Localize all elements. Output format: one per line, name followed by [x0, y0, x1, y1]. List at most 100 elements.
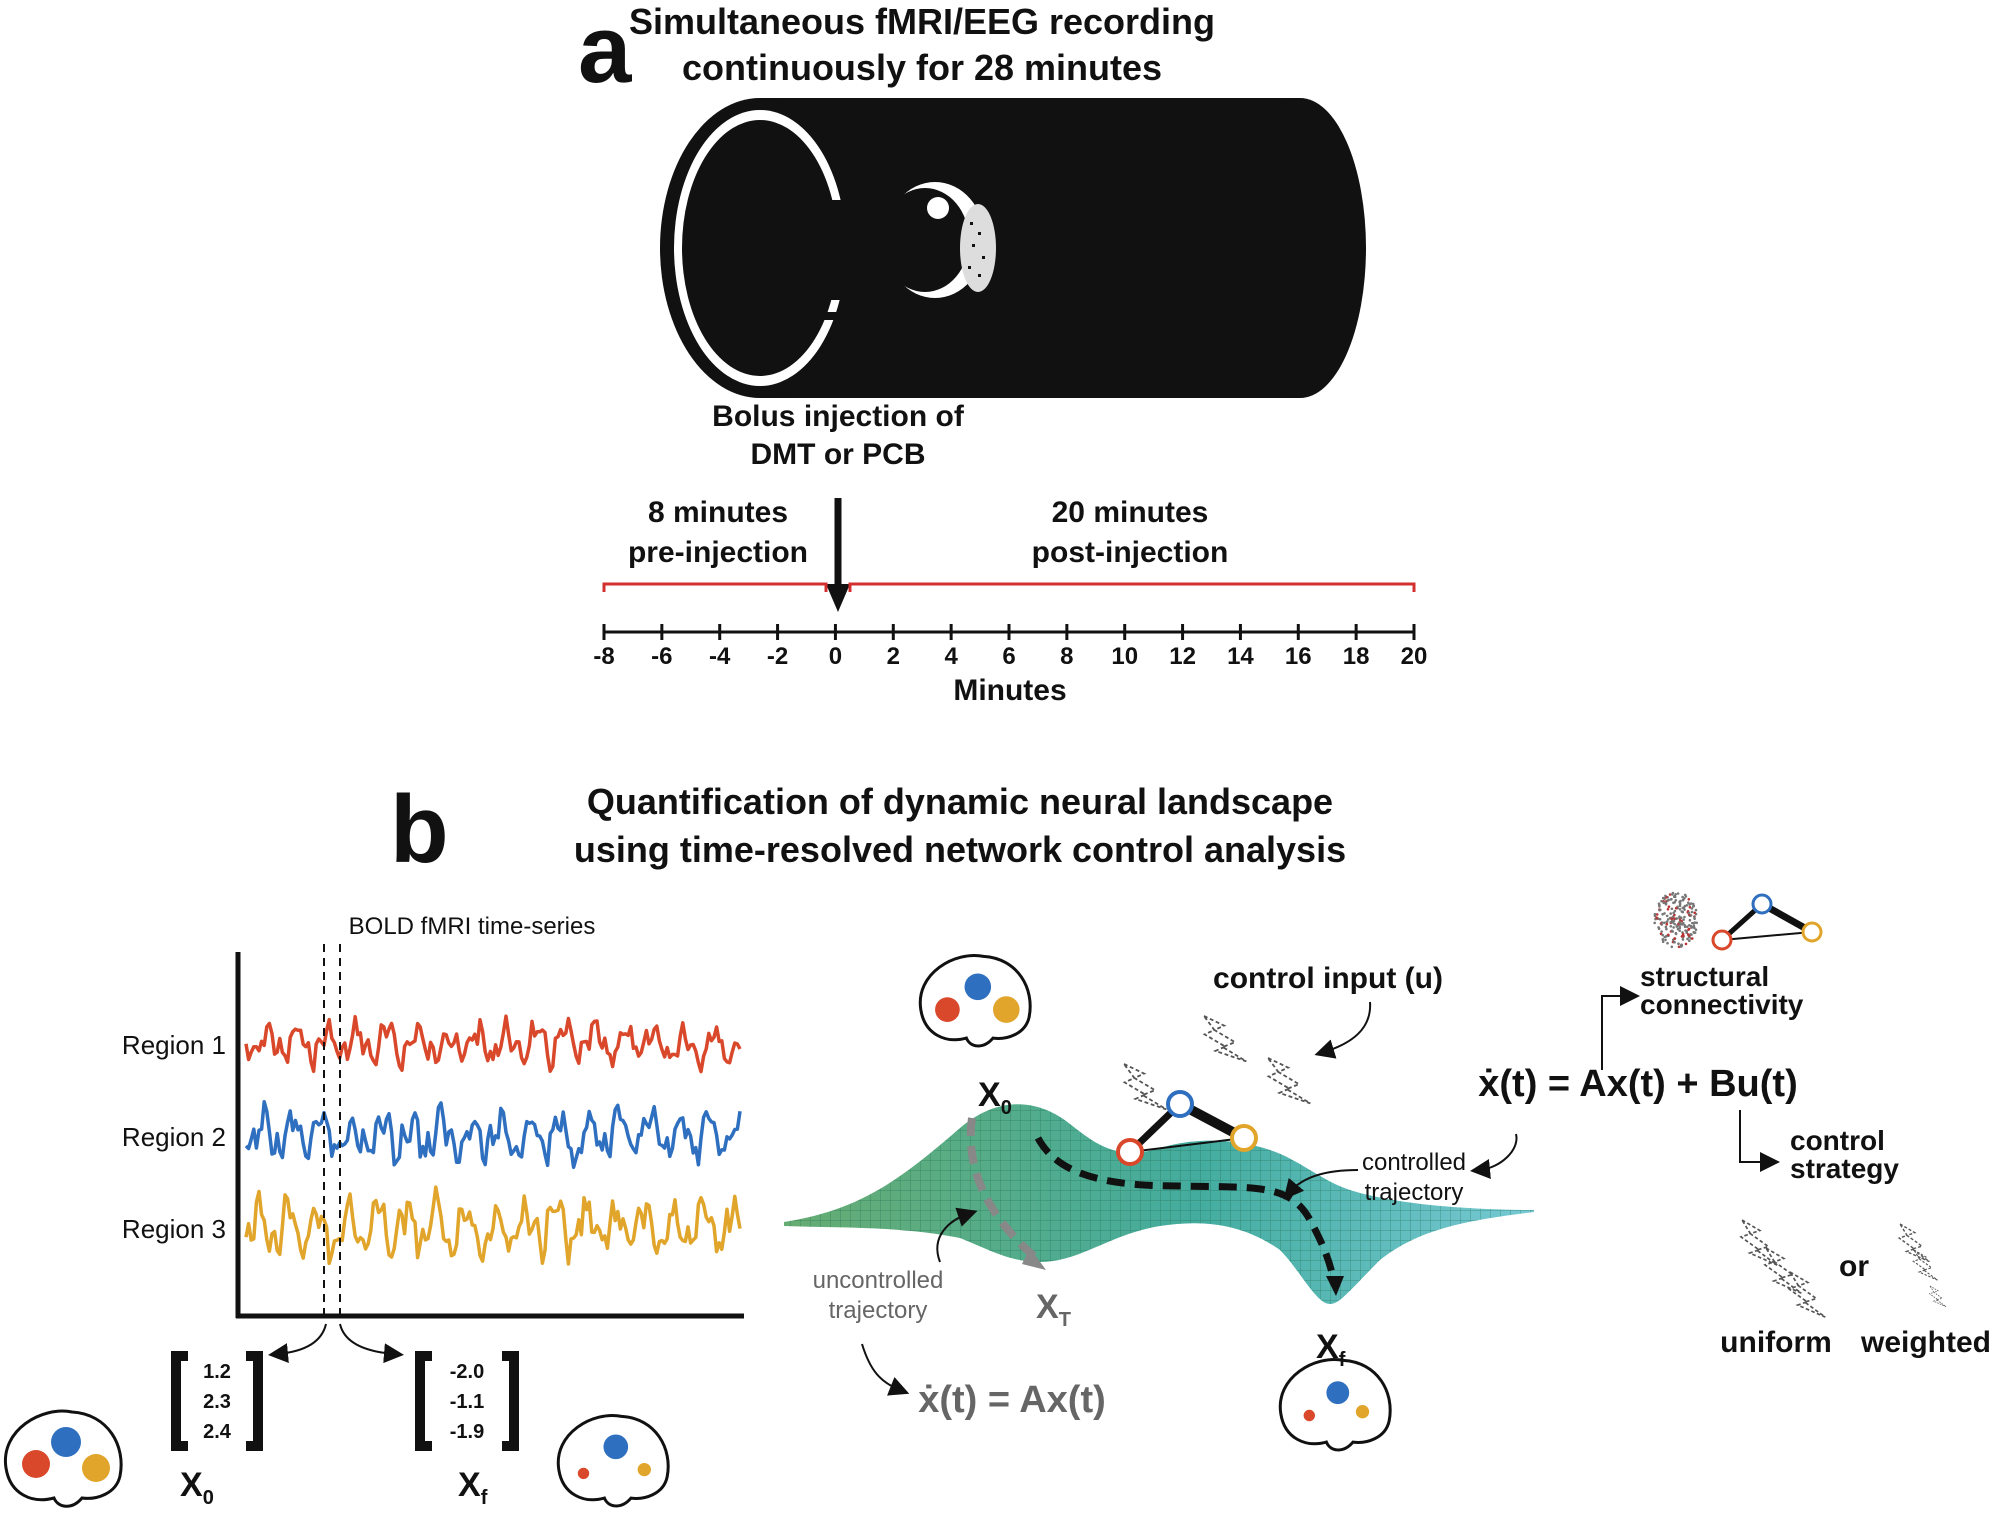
landscape-xf-label: Xf: [1316, 1328, 1346, 1371]
control-input-arrow: [1314, 1001, 1372, 1059]
control-signal-icon: [1739, 1219, 1778, 1266]
timeseries-title: BOLD fMRI time-series: [349, 913, 596, 940]
mri-scanner-illustration: [660, 98, 1366, 398]
uncontrolled-label-arrow: [936, 1207, 978, 1263]
xf-value-3: -1.9: [450, 1421, 484, 1443]
control-input-signals: [1122, 1015, 1311, 1111]
brain-x0-bottom: [4, 1409, 123, 1508]
structural-label-line1: structural: [1640, 961, 1769, 992]
axis-tick-label: 4: [944, 643, 958, 670]
xf-pointer-arrow: [339, 1323, 404, 1364]
axis-tick-label: 10: [1111, 643, 1138, 670]
uncontrolled-label-line1: uncontrolled: [813, 1267, 944, 1294]
post-label-line1: 20 minutes: [1052, 496, 1209, 529]
region-trace: [244, 1014, 742, 1074]
control-signal-icon: [1122, 1063, 1167, 1111]
or-label: or: [1839, 1250, 1869, 1283]
panel-a-letter: a: [578, 0, 632, 103]
panel-b-title-line2: using time-resolved network control anal…: [574, 829, 1346, 870]
landscape-x0-label: X0: [978, 1076, 1012, 1119]
panel-b-letter: b: [390, 776, 449, 883]
structural-network-icon: [1711, 893, 1823, 951]
axis-tick-label: 8: [1060, 643, 1073, 670]
axis-tick-label: -6: [651, 643, 672, 670]
pre-label-line1: 8 minutes: [648, 496, 788, 529]
panel-b-title-line1: Quantification of dynamic neural landsca…: [587, 781, 1333, 822]
region-2-label: Region 2: [122, 1122, 226, 1152]
region-trace: [244, 1100, 742, 1170]
strategy-branch-arrow: [1739, 1110, 1780, 1172]
xf-vector-label: Xf: [458, 1466, 488, 1509]
panel-a-title-line2: continuously for 28 minutes: [682, 47, 1162, 88]
controlled-label-line2: trajectory: [1365, 1179, 1464, 1206]
brain-xf-bottom: [556, 1414, 670, 1508]
uncontrolled-trajectory-arrowhead: [1022, 1248, 1046, 1270]
bold-traces: [244, 1014, 742, 1266]
x0-value-3: 2.4: [203, 1421, 232, 1443]
brain-x0-landscape: [918, 954, 1032, 1048]
controlled-label-line1: controlled: [1362, 1149, 1466, 1176]
post-injection-bracket: [848, 582, 1416, 592]
control-signal-icon: [1266, 1057, 1311, 1105]
controlled-trajectory-path: [1034, 1136, 1338, 1283]
region-trace: [244, 1185, 742, 1266]
strategy-label-line1: control: [1790, 1125, 1885, 1156]
panel-a-title-line1: Simultaneous fMRI/EEG recording: [629, 1, 1215, 42]
axis-tick-label: 20: [1401, 643, 1428, 670]
control-signal-icon: [1928, 1285, 1947, 1308]
axis-tick-label: 12: [1169, 643, 1196, 670]
control-signal-icon: [1763, 1247, 1802, 1294]
uncontrolled-equation: ẋ(t) = Ax(t): [918, 1379, 1106, 1421]
control-signal-icon: [1912, 1249, 1938, 1281]
control-equation: ẋ(t) = Ax(t) + Bu(t): [1478, 1063, 1797, 1105]
time-axis: -8 -6 -4 -2 0 2 4 6 8 10 12 14 16 18 20: [593, 624, 1427, 670]
axis-tick-label: 2: [887, 643, 900, 670]
pre-label-line2: pre-injection: [628, 536, 808, 569]
structural-label-line2: connectivity: [1640, 989, 1804, 1020]
injection-label-line2: DMT or PCB: [751, 438, 926, 471]
uniform-label: uniform: [1720, 1326, 1832, 1359]
x0-pointer-arrow: [268, 1323, 327, 1364]
strategy-label-line2: strategy: [1790, 1153, 1899, 1184]
axis-tick-label: 14: [1227, 643, 1254, 670]
uncontrolled-equation-arrow: [861, 1343, 910, 1396]
x0-value-1: 1.2: [203, 1361, 231, 1383]
control-signal-icon: [1787, 1271, 1826, 1318]
x0-vector-label: X0: [180, 1466, 214, 1509]
strategy-signal-glyphs: [1739, 1219, 1947, 1318]
brain-xf-landscape: [1278, 1358, 1392, 1452]
control-network-graph: [1116, 1090, 1258, 1166]
x0-value-2: 2.3: [203, 1391, 231, 1413]
axis-tick-label: -4: [709, 643, 731, 670]
axis-tick-label: 0: [829, 643, 842, 670]
region-1-label: Region 1: [122, 1030, 226, 1060]
control-input-label: control input (u): [1213, 962, 1443, 995]
weighted-label: weighted: [1860, 1326, 1991, 1359]
x0-vector: 1.2 2.3 2.4: [171, 1351, 263, 1451]
control-signal-icon: [1202, 1015, 1247, 1063]
xf-value-2: -1.1: [450, 1391, 484, 1413]
uncontrolled-label-line2: trajectory: [829, 1297, 928, 1324]
controlled-label-arrow: [1283, 1169, 1359, 1200]
xf-vector: -2.0 -1.1 -1.9: [415, 1351, 519, 1451]
region-3-label: Region 3: [122, 1214, 226, 1244]
structural-branch-arrow: [1601, 986, 1640, 1070]
equation-to-landscape-arrow: [1470, 1133, 1518, 1179]
post-label-line2: post-injection: [1032, 536, 1229, 569]
injection-label-line1: Bolus injection of: [712, 400, 965, 433]
uncontrolled-trajectory-path: [966, 1117, 1039, 1262]
axis-tick-label: 6: [1002, 643, 1015, 670]
controlled-trajectory-arrowhead: [1326, 1276, 1344, 1296]
time-axis-label: Minutes: [953, 674, 1066, 707]
xf-value-1: -2.0: [450, 1361, 484, 1383]
structural-brain-glyph: [1653, 891, 1698, 949]
axis-tick-label: -2: [767, 643, 788, 670]
injection-arrowhead: [826, 584, 850, 612]
axis-tick-label: 16: [1285, 643, 1312, 670]
landscape-xt-label: XT: [1036, 1288, 1071, 1331]
pre-injection-bracket: [602, 582, 828, 592]
axis-tick-label: -8: [593, 643, 614, 670]
axis-tick-label: 18: [1343, 643, 1370, 670]
control-signal-icon: [1897, 1223, 1930, 1263]
